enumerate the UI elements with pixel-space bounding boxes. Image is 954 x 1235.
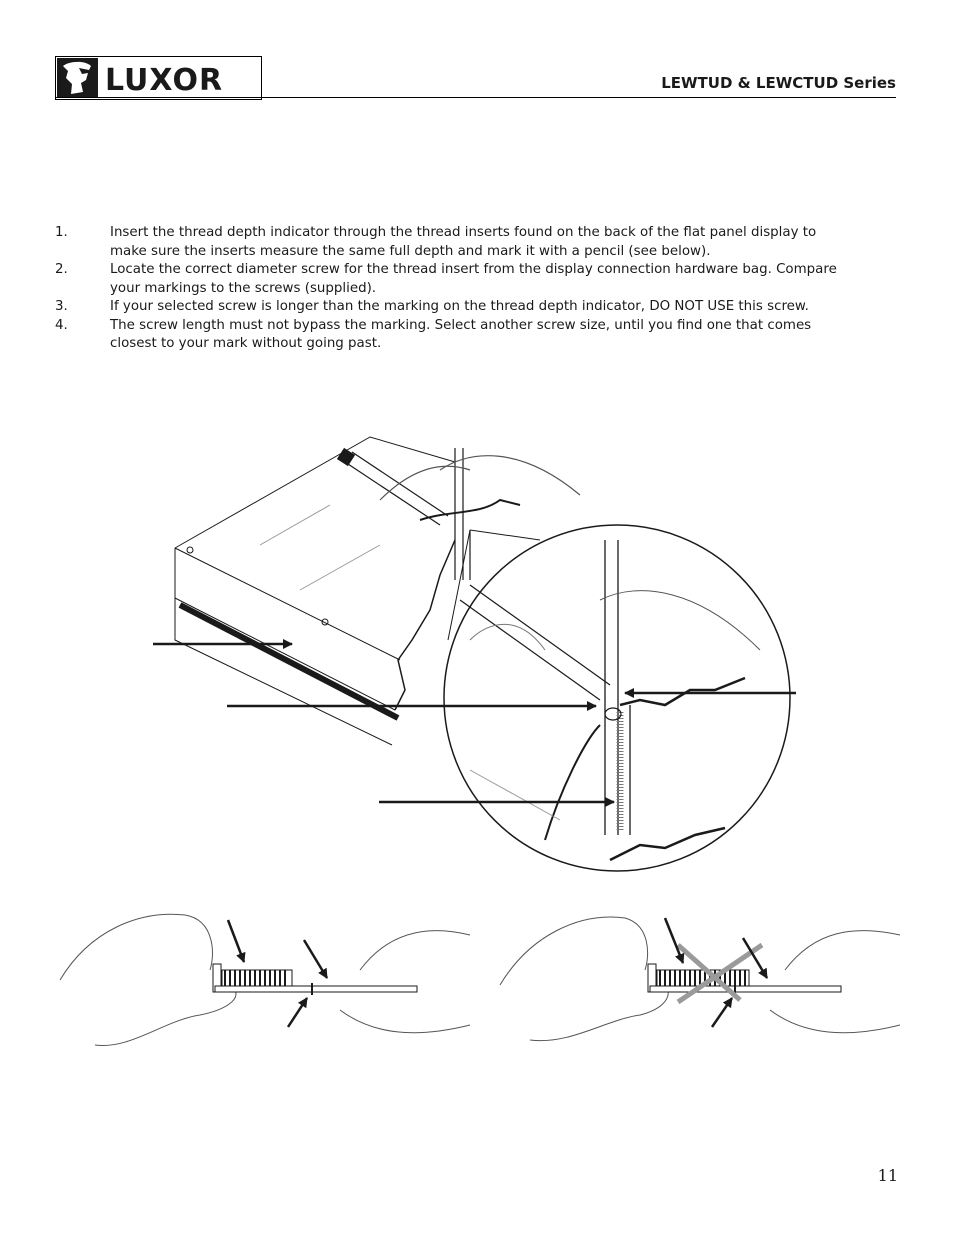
magnifier-illustration [443,524,791,872]
callout-arrows [153,639,796,807]
instruction-list: 1.Insert the thread depth indicator thro… [55,224,855,354]
arrow-icon [741,937,769,979]
display-panel-illustration [174,436,456,746]
reject-cross-icon [676,942,764,1005]
list-item: 3.If your selected screw is longer than … [55,299,809,314]
arrow-icon [286,997,309,1028]
brand-wordmark: LUXOR [105,63,223,98]
arrow-icon [226,919,246,963]
arrow-icon [710,997,734,1028]
luxor-logo: LUXOR [55,56,262,100]
screw-ok-illustration [59,913,471,1047]
list-item: 4.The screw length must not bypass the m… [55,317,812,352]
page-number: 11 [877,1166,898,1185]
screw-reject-illustration [499,916,901,1042]
pharaoh-head-icon [63,61,91,94]
header-divider [55,97,896,98]
arrow-icon [302,939,329,979]
pencil-illustration [336,447,581,580]
series-title: LEWTUD & LEWCTUD Series [661,74,896,92]
list-item: 2.Locate the correct diameter screw for … [55,262,837,296]
arrow-icon [663,917,685,964]
list-item: 1.Insert the thread depth indicator thro… [55,225,817,259]
